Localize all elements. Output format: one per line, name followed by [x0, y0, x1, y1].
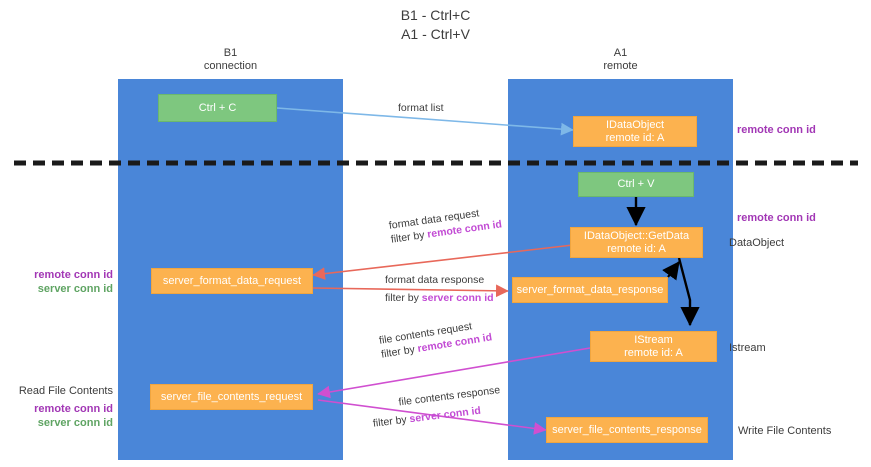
node-server-format-data-response[interactable]: server_format_data_response [512, 277, 668, 303]
node-server-format-data-response-label: server_format_data_response [516, 283, 664, 296]
filter-by-prefix-2: filter by [385, 292, 422, 304]
edge-label-format-data-request: format data request filter by remote con… [388, 203, 503, 246]
node-server-file-contents-response-label: server_file_contents_response [552, 423, 702, 436]
node-ctrl-c-label: Ctrl + C [198, 101, 237, 114]
edge-label-file-contents-response: file contents response filter by server … [370, 383, 503, 431]
node-server-file-contents-request-label: server_file_contents_request [160, 390, 303, 403]
page-title: B1 - Ctrl+C A1 - Ctrl+V [0, 6, 871, 44]
column-header-b1-role: connection [203, 60, 258, 72]
annotation-right-dataobject: DataObject [729, 237, 785, 249]
column-header-a1-role: remote [603, 60, 638, 72]
node-istream-line1: IStream [634, 333, 673, 346]
node-server-format-data-request-label: server_format_data_request [162, 274, 302, 287]
filter-key-server-conn-id-2: server conn id [408, 404, 482, 426]
annotation-left-server-conn-id-2: server conn id [37, 417, 113, 429]
annotation-left-read-file-contents: Read File Contents [18, 385, 113, 397]
column-header-a1: A1 remote [508, 47, 733, 73]
annotation-right-top-remote-conn-id: remote conn id [737, 124, 816, 136]
edge-label-format-data-response-line1: format data response [385, 274, 485, 286]
node-top-dataobject-line1: IDataObject [605, 118, 665, 131]
column-header-b1-name: B1 [223, 47, 238, 59]
title-line-1: B1 - Ctrl+C [400, 7, 471, 23]
node-getdata-line1: IDataObject::GetData [583, 229, 690, 242]
column-header-a1-name: A1 [613, 47, 628, 59]
node-top-dataobject-line2: remote id: A [605, 131, 665, 144]
edge-label-file-contents-response-line2: filter by server conn id [372, 401, 503, 431]
annotation-right-istream: Istream [729, 342, 766, 354]
filter-key-server-conn-id-1: server conn id [421, 292, 494, 304]
node-server-format-data-request[interactable]: server_format_data_request [151, 268, 313, 294]
edge-label-file-contents-request: file contents request filter by remote c… [378, 316, 493, 361]
node-istream-line2: remote id: A [624, 346, 683, 359]
node-istream[interactable]: IStream remote id: A [590, 331, 717, 362]
node-server-file-contents-response[interactable]: server_file_contents_response [546, 417, 708, 443]
node-server-file-contents-request[interactable]: server_file_contents_request [150, 384, 313, 410]
annotation-left-server-conn-id-1: server conn id [37, 283, 113, 295]
filter-by-prefix-4: filter by [372, 413, 411, 430]
node-top-dataobject[interactable]: IDataObject remote id: A [573, 116, 697, 147]
column-header-b1: B1 connection [118, 47, 343, 73]
edge-label-format-data-response-line2: filter by server conn id [385, 291, 494, 305]
filter-by-prefix-1: filter by [390, 228, 429, 246]
annotation-right-mid-remote-conn-id: remote conn id [737, 212, 816, 224]
node-ctrl-v-label: Ctrl + V [617, 178, 655, 190]
edge-label-format-list: format list [398, 102, 444, 114]
node-getdata[interactable]: IDataObject::GetData remote id: A [570, 227, 703, 258]
title-line-2: A1 - Ctrl+V [401, 26, 470, 42]
annotation-left-remote-conn-id-1: remote conn id [34, 269, 113, 281]
annotation-left-remote-conn-id-2: remote conn id [34, 403, 113, 415]
node-ctrl-v[interactable]: Ctrl + V [578, 172, 694, 197]
annotation-right-write-file-contents: Write File Contents [738, 425, 832, 437]
node-ctrl-c[interactable]: Ctrl + C [158, 94, 277, 122]
edge-label-format-data-response: format data response filter by server co… [385, 273, 494, 305]
node-getdata-line2: remote id: A [607, 242, 666, 255]
